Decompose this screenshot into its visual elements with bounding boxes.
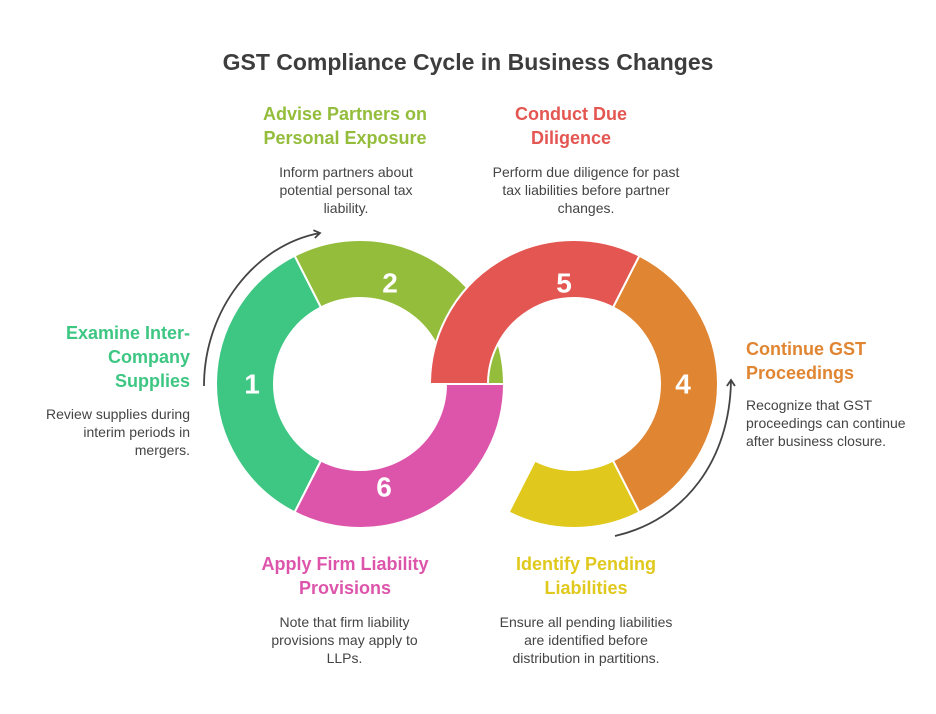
step-4-description: Recognize that GST proceedings can conti… — [746, 397, 906, 449]
step-2-heading: Advise Partners on Personal Exposure — [262, 104, 428, 148]
step-3-number: 3 — [508, 459, 524, 490]
page-title: GST Compliance Cycle in Business Changes — [222, 49, 714, 75]
step-1-segment — [215, 254, 323, 514]
step-5-heading: Conduct Due Diligence — [515, 104, 627, 148]
step-1-number: 1 — [244, 369, 260, 400]
step-5-segment — [428, 239, 641, 385]
step-2-number: 2 — [382, 268, 398, 299]
step-5-description: Perform due diligence for past tax liabi… — [492, 164, 680, 216]
step-5-number: 5 — [556, 268, 572, 299]
step-3-heading: Identify Pending Liabilities — [515, 554, 656, 598]
step-2-description: Inform partners about potential personal… — [279, 164, 413, 216]
step-4-segment — [611, 254, 719, 514]
step-6-heading: Apply Firm Liability Provisions — [261, 554, 429, 598]
step-6-number: 6 — [376, 472, 392, 503]
step-6-description: Note that firm liability provisions may … — [271, 614, 418, 666]
step-3-description: Ensure all pending liabilities are ident… — [499, 614, 673, 666]
step-1-description: Review supplies during interim periods i… — [46, 406, 190, 458]
cycle-arrow-top-left-icon — [203, 229, 322, 387]
cycle-arrow-bottom-right-icon — [614, 378, 736, 537]
step-4-heading: Continue GST Proceedings — [746, 339, 866, 383]
step-1-heading: Examine Inter- Company Supplies — [65, 323, 190, 391]
step-6-segment — [293, 383, 506, 529]
step-4-number: 4 — [675, 369, 691, 400]
